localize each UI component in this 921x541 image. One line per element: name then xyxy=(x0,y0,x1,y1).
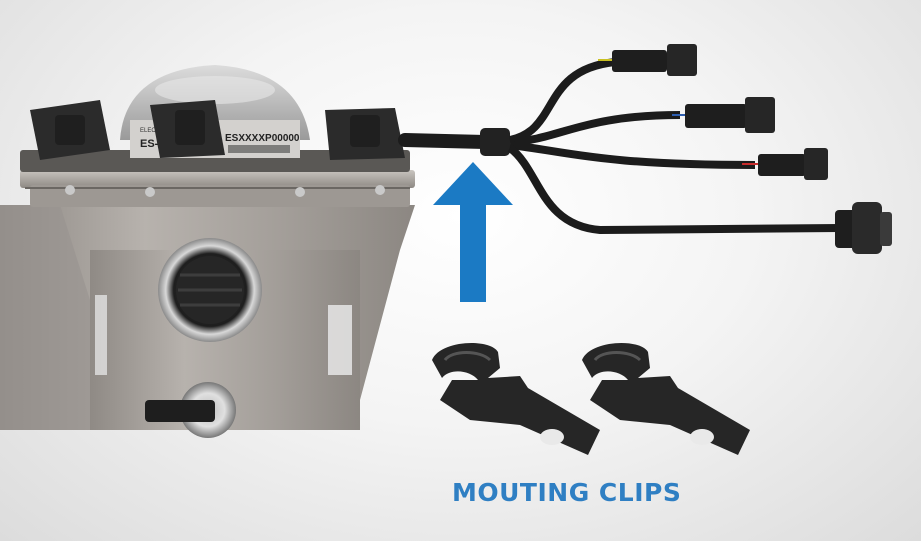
round-connector xyxy=(835,202,892,254)
cable-harness xyxy=(398,44,892,254)
mounting-clip-icon xyxy=(432,342,600,455)
connector-3 xyxy=(742,148,828,180)
connector-1 xyxy=(598,44,697,76)
mounting-clips-caption: MOUTING CLIPS xyxy=(452,478,682,507)
cable-splice-sleeve xyxy=(480,128,510,156)
knob-right xyxy=(325,108,405,160)
up-arrow-icon xyxy=(433,162,513,302)
water-control-device: ELECTRIKSEN ES-XXXX ESXXXXP00000 xyxy=(0,65,415,438)
knob-left xyxy=(30,100,110,160)
knob-center xyxy=(150,100,225,158)
mounting-clip-icon-2 xyxy=(582,342,750,455)
connector-2 xyxy=(672,97,775,133)
device-serial-label: ESXXXXP00000 xyxy=(225,133,300,144)
